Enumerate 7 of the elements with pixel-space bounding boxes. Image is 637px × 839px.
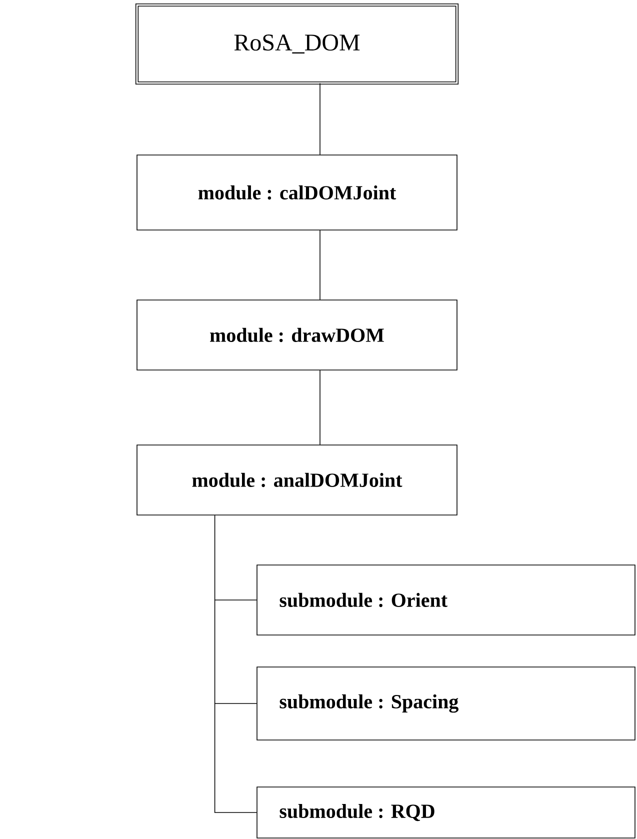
title-box: RoSA_DOM	[135, 3, 459, 85]
submodule-box: submodule : Spacing	[256, 666, 636, 740]
submodule-box: submodule : Orient	[256, 564, 636, 636]
module-box: module : analDOMJoint	[136, 444, 458, 516]
module-box: module : drawDOM	[136, 300, 458, 370]
submodule-box: submodule : RQD	[256, 786, 636, 838]
module-box: module : calDOMJoint	[136, 154, 458, 230]
